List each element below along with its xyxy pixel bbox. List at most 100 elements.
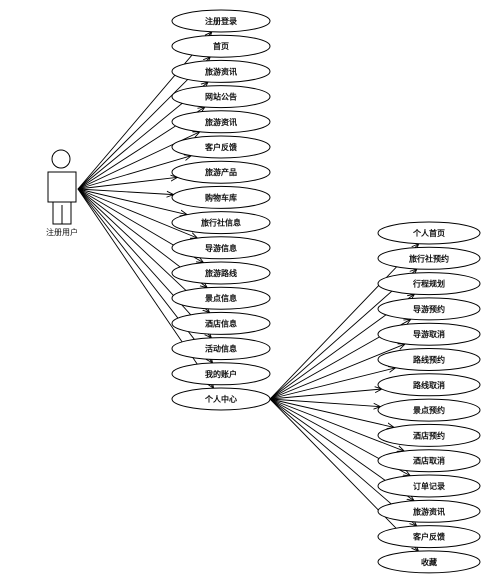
arrow-to-main-5: [77, 156, 191, 190]
actor-label: 注册用户: [46, 227, 78, 237]
use-case-main-0-ellipse: [171, 9, 271, 33]
use-case-main-1-ellipse: [171, 34, 271, 58]
use-case-sub-8: 酒店预约: [377, 423, 481, 447]
use-case-main-6-label: 旅游产品: [205, 167, 237, 177]
use-case-sub-13-label: 收藏: [421, 557, 437, 567]
use-case-main-15-label: 个人中心: [204, 394, 237, 404]
use-case-sub-2: 行程规划: [377, 272, 481, 296]
use-case-sub-6-ellipse: [377, 373, 481, 397]
arrow-to-sub-7: [269, 398, 380, 407]
use-case-main-7-label: 购物车库: [205, 192, 237, 202]
use-case-sub-9-label: 酒店取消: [413, 456, 445, 466]
use-case-sub-0-ellipse: [377, 221, 481, 245]
use-case-main-4: 旅游资讯: [171, 110, 271, 134]
use-case-main-14-ellipse: [171, 362, 271, 386]
use-case-sub-0: 个人首页: [377, 221, 481, 245]
arrow-to-sub-13: [269, 398, 418, 551]
use-case-main-3: 网站公告: [171, 85, 271, 109]
use-case-sub-9-ellipse: [377, 449, 481, 473]
use-case-sub-11: 旅游资讯: [377, 499, 481, 523]
use-case-main-8-label: 旅行社信息: [201, 218, 241, 228]
use-case-sub-7-ellipse: [377, 398, 481, 422]
use-case-main-5: 客户反馈: [171, 135, 271, 159]
use-case-sub-10-label: 订单记录: [413, 481, 445, 491]
use-case-main-8-ellipse: [171, 211, 271, 235]
arrow-to-sub-0: [269, 244, 419, 400]
use-case-sub-7: 景点预约: [377, 398, 481, 422]
use-case-main-1-label: 首页: [213, 41, 229, 51]
arrow-to-main-8: [77, 188, 187, 215]
use-case-main-15: 个人中心: [171, 387, 271, 411]
arrow-to-main-6: [77, 177, 178, 190]
registered-user-actor: 注册用户: [46, 149, 78, 237]
use-case-sub-1: 旅行社预约: [377, 246, 481, 270]
use-case-main-13: 活动信息: [171, 337, 271, 361]
use-case-main-12: 酒店信息: [171, 311, 271, 335]
use-case-sub-6-label: 路线取消: [413, 380, 445, 390]
use-case-main-7-ellipse: [171, 185, 271, 209]
use-case-sub-8-ellipse: [377, 423, 481, 447]
use-case-main-12-ellipse: [171, 311, 271, 335]
use-case-sub-12-label: 客户反馈: [412, 532, 445, 542]
use-case-sub-12: 客户反馈: [377, 525, 481, 549]
actor-head: [51, 149, 71, 169]
arrow-to-sub-9: [269, 398, 404, 451]
sub-use-cases: 个人首页旅行社预约行程规划导游预约导游取消路线预约路线取消景点预约酒店预约酒店取…: [377, 221, 481, 574]
use-case-main-12-label: 酒店信息: [205, 318, 237, 328]
use-case-sub-7-label: 景点预约: [413, 405, 445, 415]
use-case-main-9-label: 导游信息: [205, 243, 237, 253]
use-case-main-4-label: 旅游资讯: [205, 117, 237, 127]
use-case-main-9-ellipse: [171, 236, 271, 260]
use-case-sub-5: 路线预约: [377, 348, 481, 371]
use-case-sub-3: 导游预约: [377, 297, 481, 321]
use-case-main-6-ellipse: [171, 160, 271, 184]
use-case-sub-5-label: 路线预约: [413, 355, 445, 365]
arrow-to-main-14: [77, 188, 213, 363]
arrow-to-main-9: [77, 188, 198, 238]
use-case-sub-13: 收藏: [377, 550, 481, 574]
use-case-sub-4-label: 导游取消: [413, 329, 445, 339]
use-case-main-10: 旅游路线: [171, 261, 271, 285]
use-case-sub-12-ellipse: [377, 525, 481, 549]
use-case-sub-0-label: 个人首页: [412, 228, 445, 238]
arrow-to-sub-6: [269, 389, 382, 400]
use-case-main-2: 旅游资讯: [171, 59, 271, 83]
arrow-to-main-13: [77, 188, 211, 338]
main-use-cases: 注册登录首页旅游资讯网站公告旅游资讯客户反馈旅游产品购物车库旅行社信息导游信息旅…: [171, 9, 271, 411]
use-case-main-11: 景点信息: [171, 286, 271, 310]
use-case-main-5-label: 客户反馈: [204, 142, 237, 152]
use-case-sub-1-ellipse: [377, 246, 481, 270]
use-case-main-15-ellipse: [171, 387, 271, 411]
use-case-main-10-ellipse: [171, 261, 271, 285]
use-case-main-1: 首页: [171, 34, 271, 58]
use-case-sub-3-label: 导游预约: [413, 304, 445, 314]
arrow-to-main-0: [77, 32, 212, 190]
arrow-to-sub-4: [269, 344, 405, 400]
use-case-sub-11-label: 旅游资讯: [413, 506, 445, 516]
use-case-main-6: 旅游产品: [171, 160, 271, 184]
use-case-sub-4-ellipse: [377, 322, 481, 346]
use-case-sub-5-ellipse: [377, 348, 481, 371]
use-case-sub-11-ellipse: [377, 499, 481, 523]
use-case-main-11-label: 景点信息: [205, 293, 237, 303]
use-case-main-4-ellipse: [171, 110, 271, 134]
use-case-main-10-label: 旅游路线: [205, 268, 237, 278]
use-case-main-7: 购物车库: [171, 185, 271, 209]
use-case-main-2-ellipse: [171, 59, 271, 83]
use-case-main-0: 注册登录: [171, 9, 271, 33]
use-case-main-14-label: 我的账户: [205, 369, 237, 379]
use-case-sub-10-ellipse: [377, 474, 481, 498]
use-case-main-5-ellipse: [171, 135, 271, 159]
use-case-main-9: 导游信息: [171, 236, 271, 260]
use-case-sub-10: 订单记录: [377, 474, 481, 498]
actor-torso: [47, 171, 77, 203]
use-case-main-13-label: 活动信息: [205, 344, 237, 354]
use-case-main-3-label: 网站公告: [205, 92, 237, 102]
use-case-main-2-label: 旅游资讯: [205, 66, 237, 76]
use-case-sub-2-label: 行程规划: [412, 279, 445, 289]
arrow-to-main-7: [77, 188, 174, 195]
use-case-sub-4: 导游取消: [377, 322, 481, 346]
use-case-sub-3-ellipse: [377, 297, 481, 321]
use-case-main-3-ellipse: [171, 85, 271, 109]
